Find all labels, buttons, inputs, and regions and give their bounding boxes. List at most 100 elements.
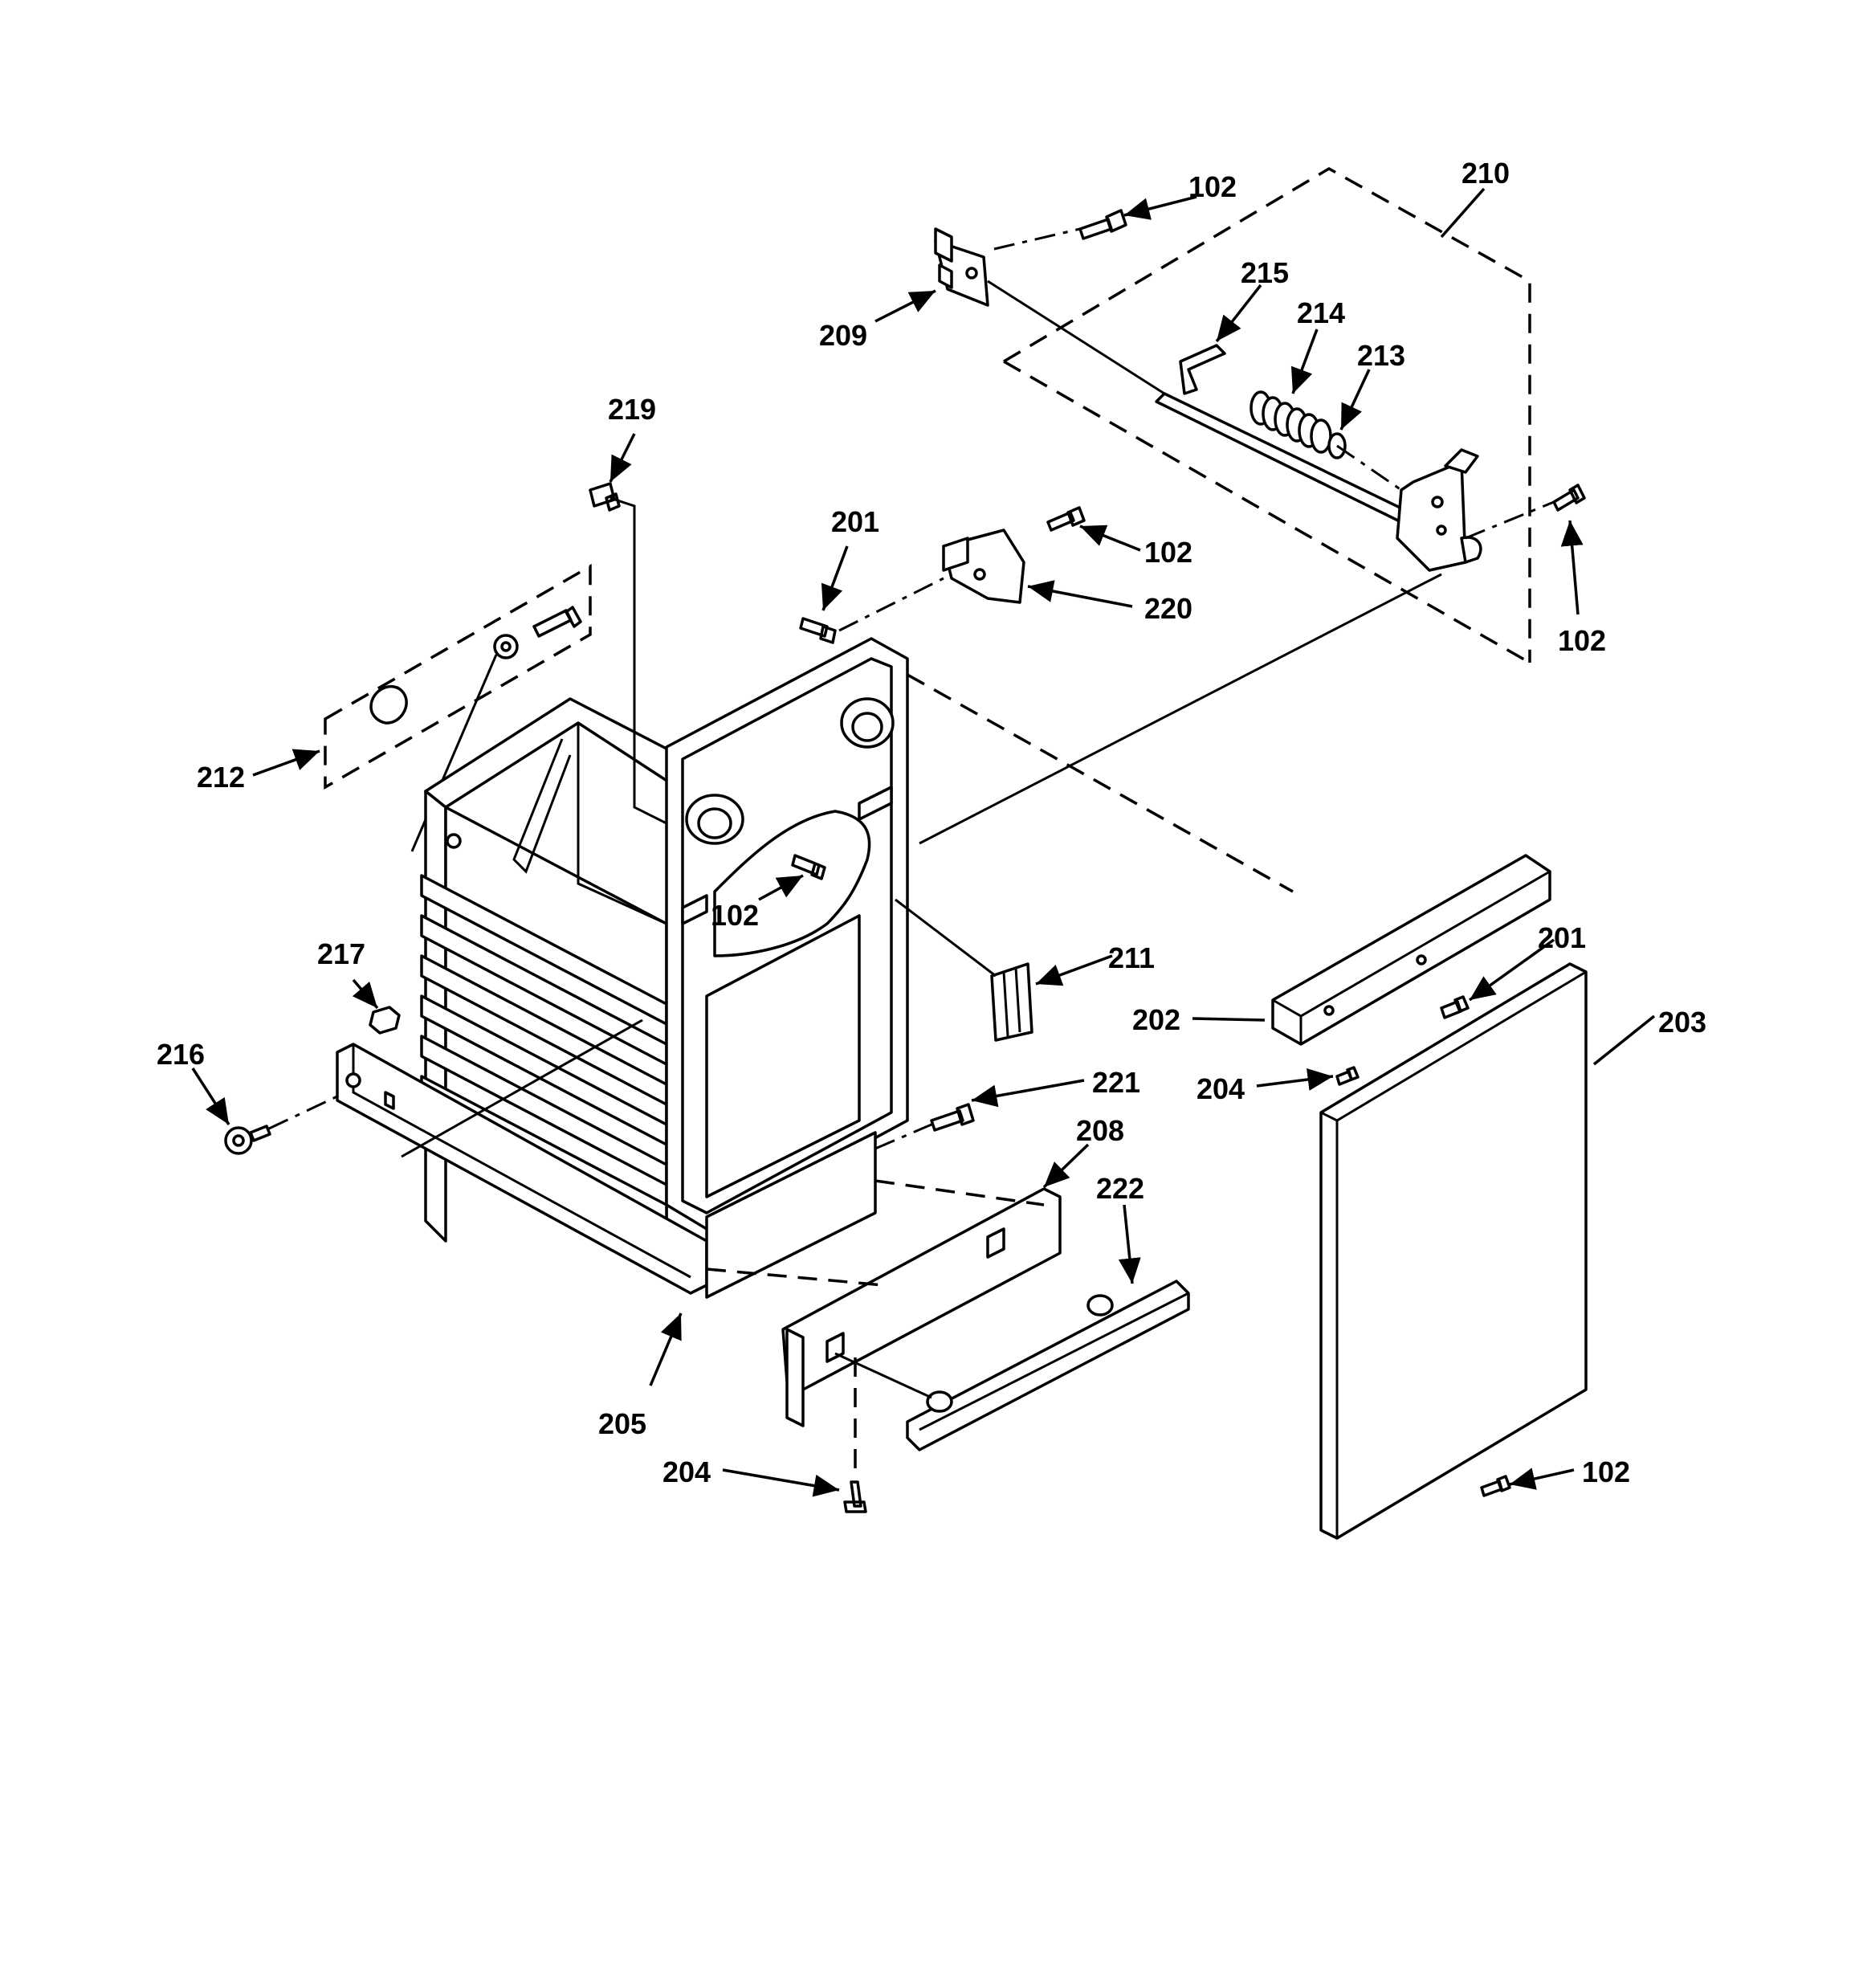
screw-102-right xyxy=(1552,484,1586,512)
leader-210 xyxy=(1440,187,1486,239)
leader-208 xyxy=(1042,1143,1090,1189)
leader-203 xyxy=(1592,1014,1656,1066)
washer-hole xyxy=(500,641,512,652)
kick-plate-slot-2 xyxy=(986,1227,1005,1259)
hinge-plate-hole xyxy=(1431,496,1444,508)
callout-205: 205 xyxy=(598,1407,646,1440)
bracket-211-inner xyxy=(1002,967,1021,1037)
assy-line-2 xyxy=(987,280,1165,395)
callout-202: 202 xyxy=(1132,1003,1180,1036)
callout-102-b: 102 xyxy=(1144,536,1192,569)
assy-line-4 xyxy=(1465,500,1555,540)
assy-line-8 xyxy=(907,673,1294,893)
screw-219 xyxy=(589,482,621,512)
hinge-plate-right xyxy=(1396,460,1467,572)
leader-201-b xyxy=(1468,938,1555,1002)
assy-line-16 xyxy=(834,1352,932,1399)
callout-201-a: 201 xyxy=(831,505,879,538)
assy-line-1 xyxy=(993,227,1081,251)
rod-handle-215 xyxy=(1179,344,1226,395)
hinge-bracket-220-hole xyxy=(973,568,986,581)
group-box-210 xyxy=(1003,166,1531,663)
screw-102-mid xyxy=(791,854,826,880)
leader-221 xyxy=(971,1079,1085,1108)
leader-214 xyxy=(1290,329,1319,394)
leader-212 xyxy=(252,749,320,777)
handle-222-top xyxy=(919,1292,1189,1431)
leader-205 xyxy=(649,1312,683,1386)
callout-102-d: 102 xyxy=(711,899,759,932)
assy-line-5 xyxy=(919,573,1442,845)
callout-212: 212 xyxy=(197,761,245,794)
nut-217 xyxy=(369,1006,401,1035)
callout-210: 210 xyxy=(1461,157,1510,190)
screw-left-group xyxy=(532,606,582,638)
cabinet-inner-line xyxy=(577,723,667,925)
door-panel-203 xyxy=(1319,962,1588,1540)
callout-217: 217 xyxy=(317,937,365,970)
back-panel-boss-right-inner xyxy=(851,712,883,742)
back-panel-window xyxy=(705,914,861,1198)
leader-102-c xyxy=(1560,520,1584,615)
callout-221: 221 xyxy=(1092,1066,1140,1099)
leader-102-a xyxy=(1123,195,1197,220)
callout-102-e: 102 xyxy=(1582,1455,1630,1488)
leader-204-a xyxy=(1256,1068,1334,1091)
screw-216 xyxy=(224,1125,271,1155)
leader-102-d xyxy=(758,874,804,901)
top-trim-202 xyxy=(1271,854,1551,1046)
bracket-211 xyxy=(990,962,1033,1042)
callout-219: 219 xyxy=(608,393,656,426)
callout-204-b: 204 xyxy=(662,1455,711,1488)
callout-203: 203 xyxy=(1658,1006,1706,1039)
callout-222: 222 xyxy=(1096,1172,1144,1205)
leader-215 xyxy=(1215,284,1262,343)
leader-222 xyxy=(1118,1204,1141,1284)
leader-202 xyxy=(1192,1017,1266,1022)
callout-215: 215 xyxy=(1241,256,1289,289)
spring-214 xyxy=(1249,390,1332,454)
leader-220 xyxy=(1027,580,1133,608)
callout-201-b: 201 xyxy=(1538,921,1586,954)
assy-line-7 xyxy=(609,496,667,825)
screw-201-left xyxy=(799,617,837,644)
callout-209: 209 xyxy=(819,319,867,352)
leader-102-b xyxy=(1079,525,1141,552)
hinge-plate-hole-2 xyxy=(1436,525,1447,536)
door-panel-203-edge xyxy=(1320,970,1587,1538)
cap-212 xyxy=(369,684,408,725)
top-trim-hole xyxy=(1323,1005,1335,1016)
callout-102-c: 102 xyxy=(1558,624,1606,657)
screw-201-right xyxy=(1440,995,1470,1019)
assy-line-12 xyxy=(874,1123,932,1150)
cabinet-hole xyxy=(446,833,462,849)
screw-204-bottom xyxy=(843,1480,867,1513)
screw-102-bottom-right xyxy=(1480,1475,1511,1497)
leader-102-e xyxy=(1509,1468,1575,1490)
back-panel-boss-left-inner xyxy=(697,807,732,839)
base-rail-face xyxy=(352,1044,691,1279)
assy-line-9 xyxy=(895,898,997,978)
callout-216: 216 xyxy=(157,1038,205,1071)
base-rail-slot xyxy=(384,1091,395,1110)
leader-213 xyxy=(1339,369,1371,431)
leader-201-a xyxy=(821,545,849,611)
callout-213: 213 xyxy=(1357,339,1405,372)
callout-208: 208 xyxy=(1076,1114,1124,1147)
group-box-212 xyxy=(324,563,592,790)
back-panel-slot xyxy=(858,786,893,821)
screw-204-right xyxy=(1335,1066,1360,1086)
back-panel-slot-2 xyxy=(681,894,708,925)
leader-204-b xyxy=(722,1468,840,1497)
callout-211: 211 xyxy=(1108,941,1155,974)
screw-102-upper-mid xyxy=(1046,506,1086,532)
callout-220: 220 xyxy=(1144,592,1192,625)
hinge-bracket-220-tab xyxy=(942,537,969,572)
assy-line-11 xyxy=(401,1018,643,1158)
leader-209 xyxy=(874,289,936,323)
assy-line-10 xyxy=(268,1095,338,1130)
leader-219 xyxy=(609,433,636,483)
top-trim-hole-2 xyxy=(1416,954,1427,965)
callout-102-a: 102 xyxy=(1188,170,1237,203)
callout-214: 214 xyxy=(1297,296,1345,329)
